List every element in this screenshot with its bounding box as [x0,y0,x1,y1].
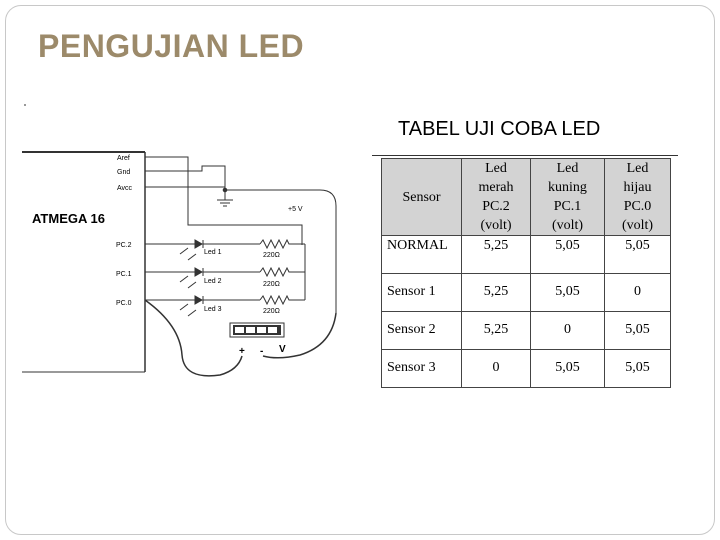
header-line: Led [485,161,507,176]
voltmeter-minus: - [260,346,263,357]
wire-gnd [145,165,226,190]
led-row-2: Led 2 220Ω [145,266,305,289]
wire-supply [187,174,303,245]
header-sensor-text: Sensor [402,189,441,205]
header-line: PC.1 [553,199,582,214]
voltmeter: + - V [229,322,286,357]
header-line: merah [478,180,514,195]
pin-label-gnd: Gnd [117,169,130,176]
table-row: Sensor 2 5,25 0 5,05 [381,311,671,350]
supply-label: +5 V [288,206,303,213]
table-row: NORMAL 5,25 5,05 5,05 [381,235,671,274]
led-row-3: Led 3 220Ω [145,294,305,317]
mcu-label: ATMEGA 16 [32,211,105,226]
header-line: PC.0 [623,199,652,214]
header-led-merah: Led merah PC.2 (volt) [461,158,531,236]
header-led-kuning: Led kuning PC.1 (volt) [530,158,605,236]
voltmeter-unit: V [279,344,286,355]
resistor-3-label: 220Ω [263,308,280,315]
header-line: PC.2 [482,199,510,214]
table-row: Sensor 1 5,25 5,05 0 [381,273,671,312]
led-row-1: Led 1 220Ω [145,238,305,261]
table-row: Sensor 3 0 5,05 5,05 [381,349,671,388]
pin-label-pc0: PC.0 [116,300,132,307]
led-test-table: Sensor Led merah PC.2 (volt) Led kuning … [381,158,671,388]
cell-led-kuning: 5,05 [530,235,605,274]
stray-dot [24,104,26,106]
pin-label-avcc: Avcc [117,185,133,192]
voltmeter-plus: + [239,346,245,357]
header-line: kuning [548,180,587,195]
cell-led-hijau: 5,05 [604,235,671,274]
probe-wire-plus [144,299,243,377]
table-title-rule [372,155,678,156]
led-1-label: Led 1 [204,249,222,256]
cell-led-merah: 5,25 [461,235,531,274]
header-led-hijau: Led hijau PC.0 (volt) [604,158,671,236]
pin-label-aref: Aref [117,155,130,162]
cell-led-kuning: 5,05 [530,273,605,312]
row-label: NORMAL [381,235,462,274]
slide-title: PENGUJIAN LED [38,28,305,64]
wire-right-loop [225,189,337,313]
cell-led-merah: 5,25 [461,273,531,312]
probe-wire-minus [262,312,337,359]
row-label: Sensor 2 [381,311,462,350]
wire-aref [145,156,189,174]
header-line: hijau [623,180,652,195]
header-line: Led [626,161,649,176]
cell-led-kuning: 5,05 [530,349,605,388]
header-line: (volt) [621,218,654,233]
table-header-row: Sensor Led merah PC.2 (volt) Led kuning … [381,158,671,236]
pin-label-pc2: PC.2 [116,242,132,249]
cell-led-hijau: 5,05 [604,349,671,388]
led-2-label: Led 2 [204,278,222,285]
cell-led-hijau: 0 [604,273,671,312]
header-line: Led [556,161,579,176]
circuit-diagram: ATMEGA 16 Aref Gnd Avcc PC.2 PC.1 PC.0 +… [22,151,337,377]
resistor-1-label: 220Ω [263,252,280,259]
cell-led-kuning: 0 [530,311,605,350]
row-label: Sensor 3 [381,349,462,388]
led-3-label: Led 3 [204,306,222,313]
header-sensor: Sensor [381,158,462,236]
table-title: TABEL UJI COBA LED [398,118,601,140]
header-line: (volt) [480,218,512,233]
header-line: (volt) [551,218,584,233]
row-label: Sensor 1 [381,273,462,312]
cell-led-merah: 0 [461,349,531,388]
cell-led-merah: 5,25 [461,311,531,350]
cell-led-hijau: 5,05 [604,311,671,350]
resistor-2-label: 220Ω [263,281,280,288]
pin-label-pc1: PC.1 [116,271,132,278]
